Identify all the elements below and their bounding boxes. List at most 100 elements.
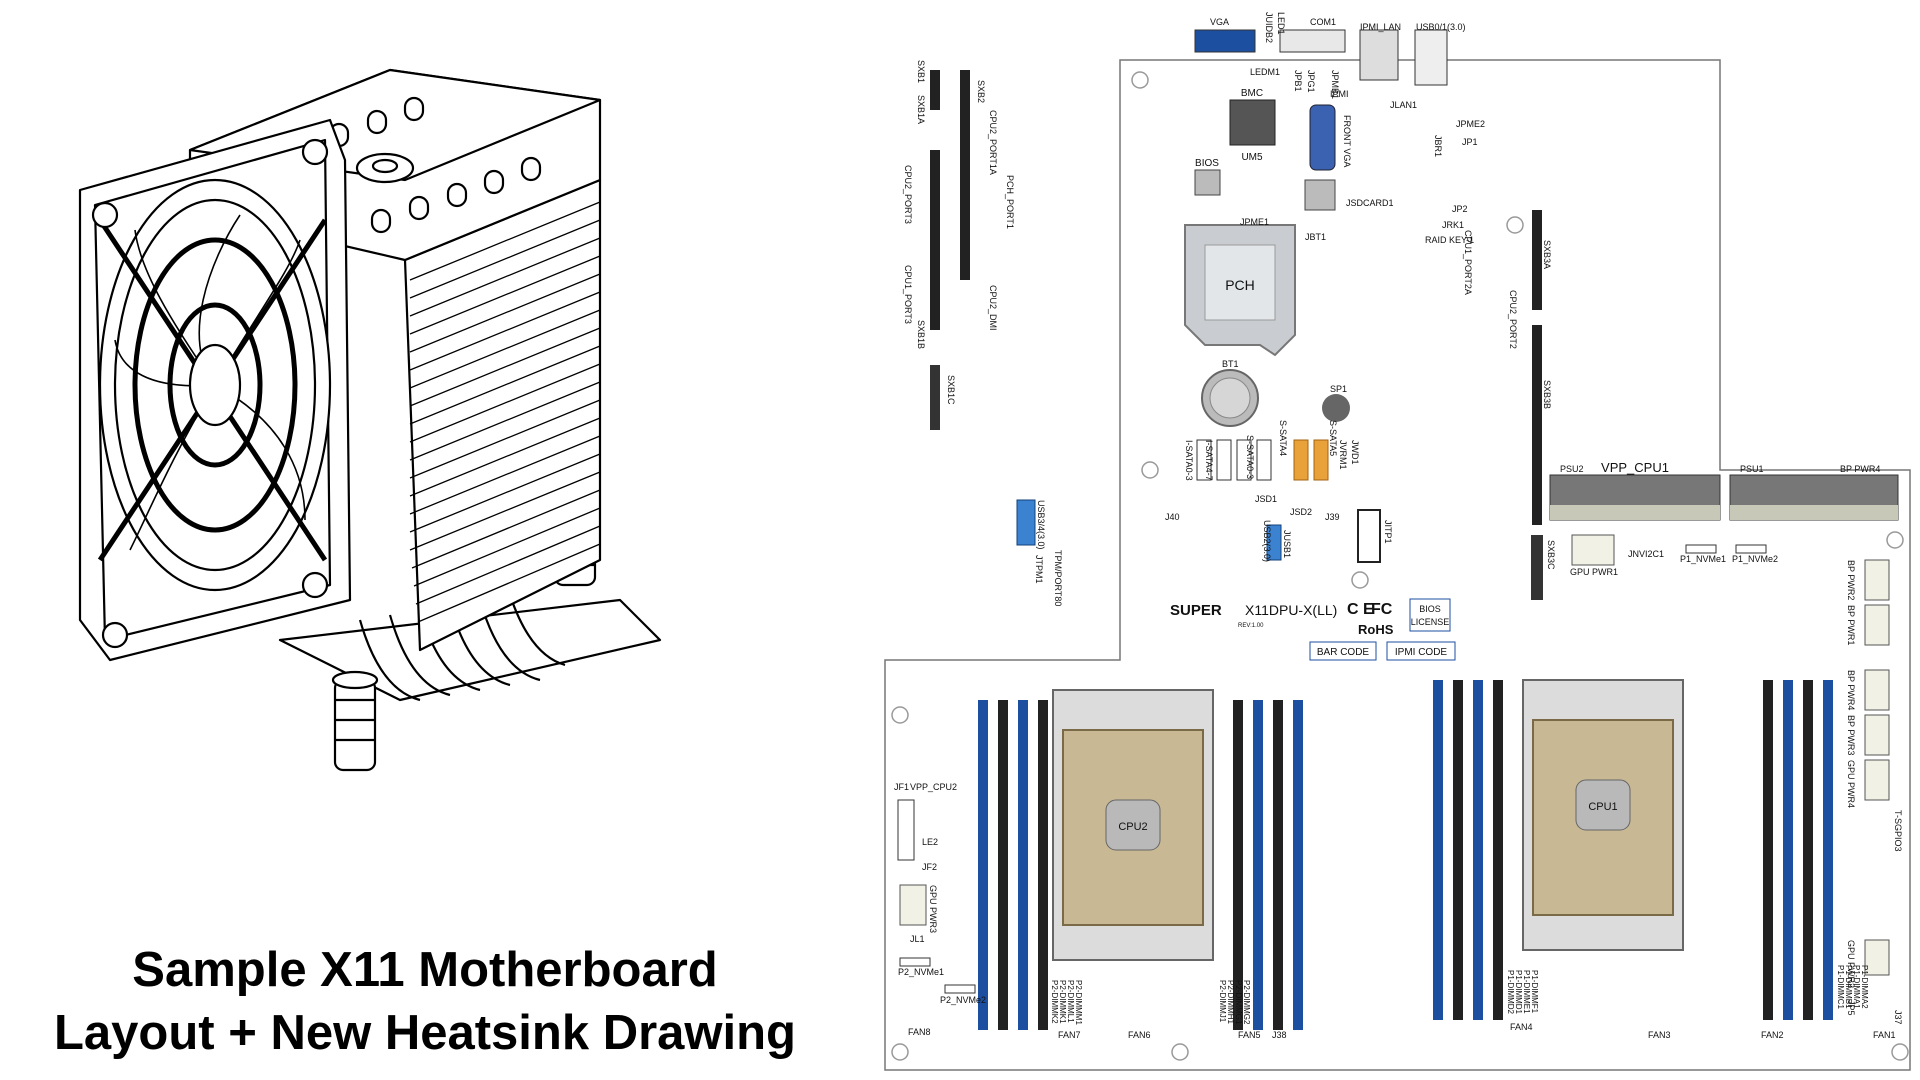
board-label-fan3: FAN3	[1648, 1030, 1671, 1040]
usb2-header	[1266, 524, 1282, 561]
board-label-jpg1: JPG1	[1306, 70, 1316, 93]
board-label-bp-pwr1: BP PWR1	[1846, 605, 1856, 645]
board-label-sxb3b: SXB3B	[1542, 380, 1552, 409]
p2-nvme1-connector	[899, 957, 931, 967]
board-label-jitp1: JITP1	[1383, 520, 1393, 544]
dimm-slots-p1-right	[1763, 680, 1833, 1020]
motherboard-layout: PCH	[884, 12, 1911, 1071]
board-label-sxb1: SXB1	[916, 60, 926, 83]
bp-pwr4-top-label: BP PWR4	[1840, 464, 1880, 474]
board-label-p2-nvme1: P2_NVMe1	[898, 967, 944, 977]
dimm-label-p1-right-1: P1-DIMMB1	[1844, 965, 1853, 1009]
sxb3a-slot	[1532, 210, 1542, 310]
board-label-bp-pwr3: BP PWR3	[1846, 715, 1856, 755]
p1-nvme1-connector	[1685, 544, 1717, 554]
dimm-label-p2-right-0: P2-DIMMJ1	[1218, 980, 1227, 1023]
board-label-cpu1-port3: CPU1_PORT3	[903, 265, 913, 324]
board-label-ssata4: S-SATA4	[1278, 420, 1288, 456]
board-label-ssata5: S-SATA5	[1328, 420, 1338, 456]
board-label-fan6: FAN6	[1128, 1030, 1151, 1040]
board-label-jsdcard1: JSDCARD1	[1346, 198, 1394, 208]
board-label-jpb1: JPB1	[1293, 70, 1303, 92]
ce-mark: C E	[1347, 601, 1374, 618]
board-label-jvrm1: JVRM1	[1338, 440, 1348, 470]
board-label-jlan1: JLAN1	[1390, 100, 1417, 110]
bmc-label: BMC	[1241, 88, 1263, 99]
fin-lines	[409, 201, 601, 623]
usb34-header	[1016, 499, 1036, 546]
board-label-com1: COM1	[1310, 17, 1336, 27]
board-label-jnvi2c1: JNVI2C1	[1628, 549, 1664, 559]
fc-mark: FC	[1371, 601, 1393, 618]
dimm-label-p1-left-1: P1-DIMMD1	[1514, 970, 1523, 1015]
board-label-jpme1: JPME1	[1240, 217, 1269, 227]
board-label-gpu-pwr2: GPU PWR2	[1846, 940, 1856, 988]
board-label-sxb1a: SXB1A	[916, 95, 926, 124]
rev-label: REV:1.00	[1238, 623, 1264, 629]
speaker-sp1	[1322, 394, 1350, 422]
bar-code-label: BAR CODE	[1317, 647, 1370, 658]
mounting-holes	[891, 71, 1909, 1061]
heatsink-drawing	[78, 68, 662, 772]
board-label-tpm: TPM/PORT80	[1053, 550, 1063, 606]
model-label: X11DPU-X(LL)	[1245, 602, 1337, 618]
board-label-j39: J39	[1325, 512, 1340, 522]
vga-port	[1194, 29, 1256, 53]
board-label-jp5: JP5	[1846, 1000, 1856, 1016]
cpu2-socket: CPU2	[1052, 689, 1214, 961]
jf1-header	[897, 799, 915, 861]
sdcard-slot	[1304, 179, 1336, 211]
dimm-slots-p1-left	[1433, 680, 1503, 1020]
dimm-label-p2-left-0: P2-DIMMK2	[1050, 980, 1059, 1024]
cpu2-label: CPU2	[1118, 821, 1147, 833]
right-power-headers	[1864, 559, 1890, 976]
vpp-cpu1-label: VPP_CPU1	[1601, 460, 1669, 475]
dimm-label-p2-left-2: P2-DIMML1	[1066, 980, 1075, 1023]
board-label-jf2: JF2	[922, 862, 937, 872]
sxb2-slot	[960, 70, 970, 280]
board-label-jusb1: JUSB1	[1282, 530, 1292, 558]
sxb1b-slot	[930, 150, 940, 330]
front-vga-port	[1309, 104, 1336, 171]
board-label-jtpm1: JTPM1	[1034, 555, 1044, 584]
bmc-chip	[1229, 99, 1276, 146]
bios-license-line1: BIOS	[1419, 604, 1441, 614]
board-label-sxb3a: SXB3A	[1542, 240, 1552, 269]
dimm-label-p2-left-3: P2-DIMMM1	[1074, 980, 1083, 1025]
board-label-ssata03: I-SATA0-3	[1184, 440, 1194, 481]
com1-port	[1279, 29, 1346, 53]
board-label-raid-key: RAID KEY-1	[1425, 235, 1474, 245]
board-label-j40: J40	[1165, 512, 1180, 522]
caption-line-2: Layout + New Heatsink Drawing	[54, 1006, 796, 1060]
board-label-bp-pwr2: BP PWR2	[1846, 560, 1856, 600]
board-label-t-sgpio3: T-SGPIO3	[1893, 810, 1903, 852]
dimm-slots-p2-left	[978, 700, 1048, 1030]
board-label-sxb3c: SXB3C	[1546, 540, 1556, 570]
cpu1-socket: CPU1	[1522, 679, 1684, 951]
board-label-ledm1: LEDM1	[1250, 67, 1280, 77]
p2-nvme2-connector	[944, 984, 976, 994]
board-label-jsd1: JSD1	[1255, 494, 1277, 504]
board-label-cpu2-port3: CPU2_PORT3	[903, 165, 913, 224]
board-label-j38: J38	[1272, 1030, 1287, 1040]
board-label-sxb1c: SXB1C	[946, 375, 956, 405]
board-label-ipmi-lan: IPMI_LAN	[1360, 22, 1401, 32]
board-label-p2-nvme2: P2_NVMe2	[940, 995, 986, 1005]
psu2-label: PSU2	[1560, 464, 1584, 474]
board-label-fan7: FAN7	[1058, 1030, 1081, 1040]
board-label-juidb2: JUIDB2	[1264, 12, 1274, 43]
dimm-label-p2-right-3: P2-DIMMG2	[1242, 980, 1251, 1025]
sata-connectors	[1196, 439, 1329, 481]
board-label-jp2: JP2	[1452, 204, 1468, 214]
board-label-jrk1: JRK1	[1442, 220, 1464, 230]
sxb3b-slot	[1532, 325, 1542, 525]
dimm-label-p1-left-2: P1-DIMME1	[1522, 970, 1531, 1014]
cpu1-label: CPU1	[1588, 801, 1617, 813]
board-label-jsd2: JSD2	[1290, 507, 1312, 517]
dimm-label-p1-left-3: P1-DIMMF1	[1530, 970, 1539, 1014]
board-label-jl1: JL1	[910, 934, 925, 944]
p1-nvme2-connector	[1735, 544, 1767, 554]
board-label-jwd1: JWD1	[1350, 440, 1360, 465]
